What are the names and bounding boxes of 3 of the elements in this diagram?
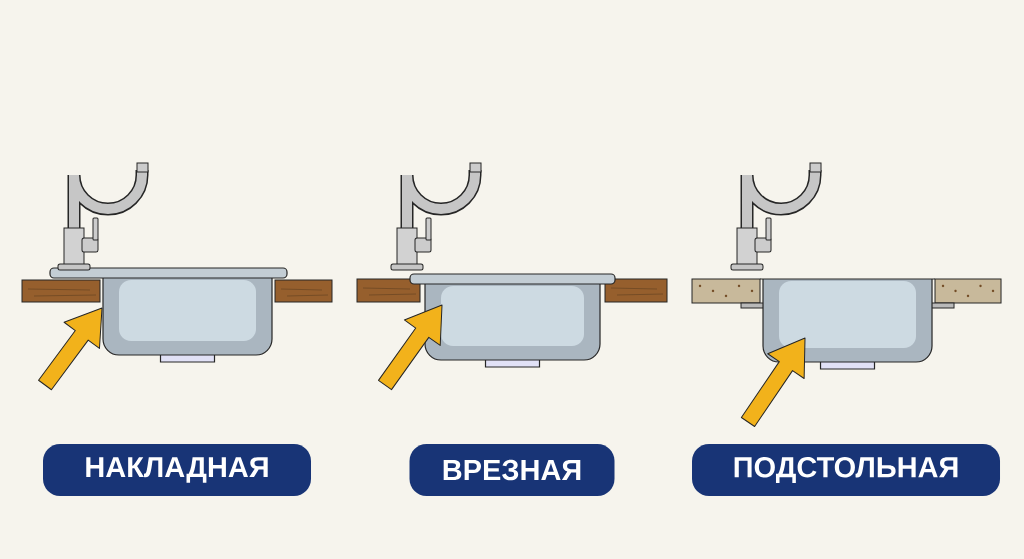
- type-label: НАКЛАДНАЯ: [43, 444, 311, 496]
- type-label: ВРЕЗНАЯ: [409, 444, 615, 496]
- type-label: ПОДСТОЛЬНАЯ: [692, 444, 1000, 496]
